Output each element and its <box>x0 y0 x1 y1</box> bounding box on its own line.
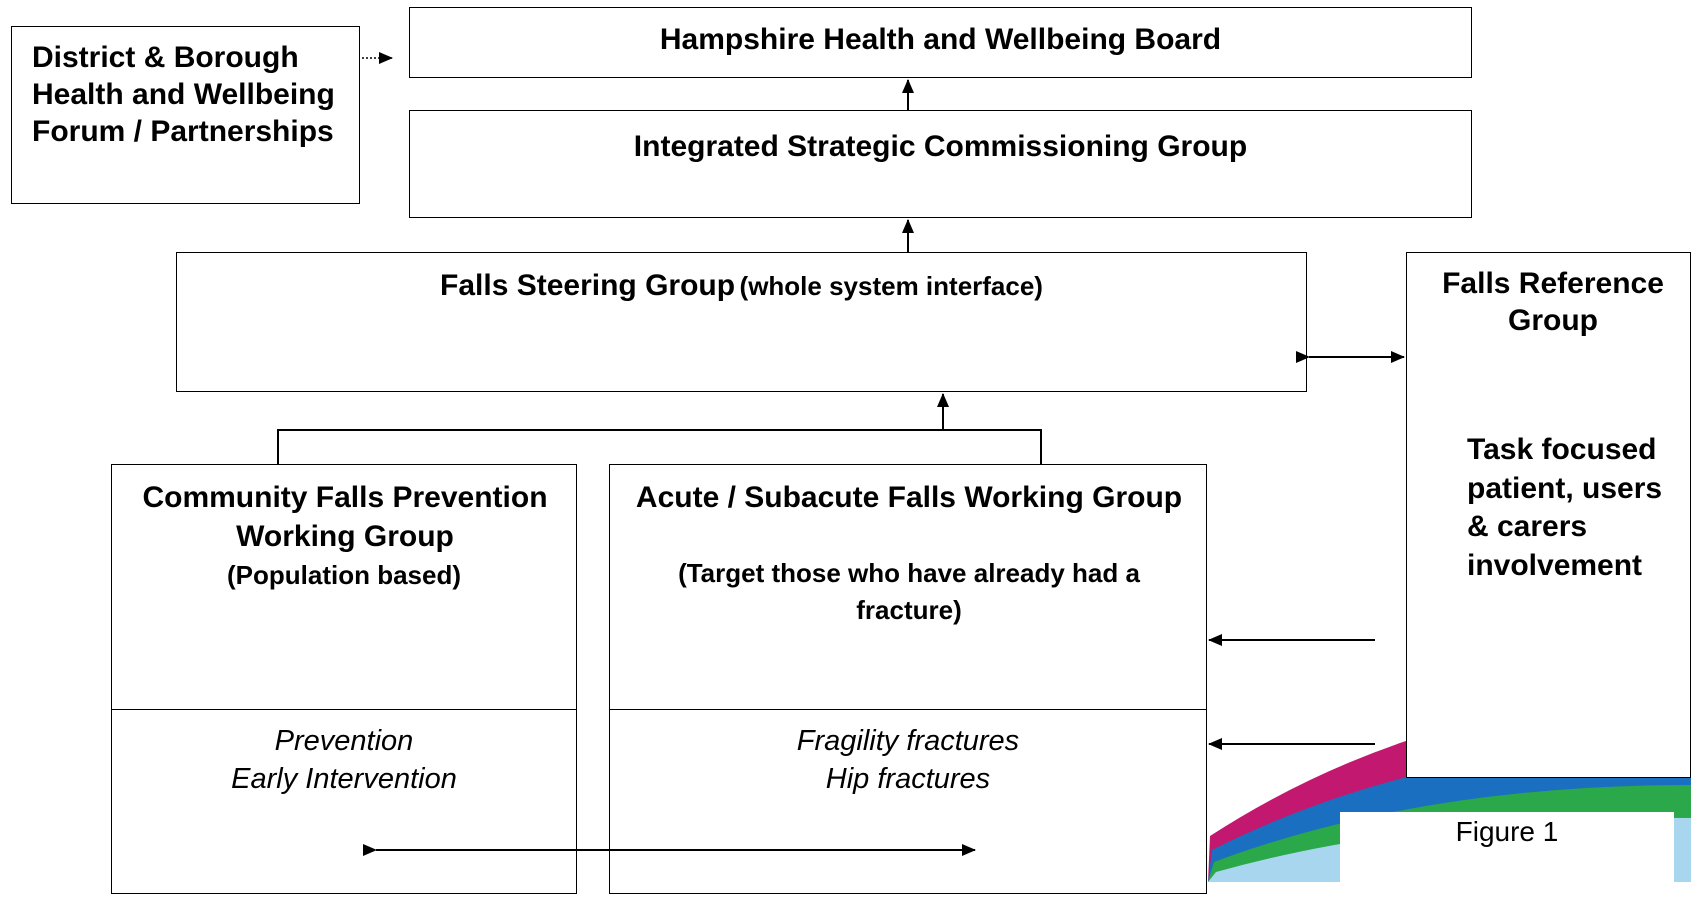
commissioning-group-title: Integrated Strategic Commissioning Group <box>633 130 1248 163</box>
figure-caption: Figure 1 <box>1455 816 1559 847</box>
acute-falls-title: Acute / Subacute Falls Working Group <box>635 481 1183 514</box>
acute-falls-subtitle: (Target those who have already had a fra… <box>678 558 1140 625</box>
acute-falls-focus-1: Fragility fractures <box>796 725 1020 757</box>
community-falls-focus-1: Prevention <box>274 725 414 757</box>
falls-reference-group-box: Falls Reference Group Task focused patie… <box>1406 252 1691 778</box>
commissioning-group-box: Integrated Strategic Commissioning Group <box>409 110 1472 218</box>
falls-reference-group-body: Task focused patient, users & carers inv… <box>1467 433 1663 582</box>
health-wellbeing-board-box: Hampshire Health and Wellbeing Board <box>409 7 1472 78</box>
connector-lines <box>277 52 1405 856</box>
acute-falls-divider <box>610 709 1206 710</box>
falls-reference-group-title: Falls Reference Group <box>1442 267 1664 337</box>
acute-falls-focus-2: Hip fractures <box>825 763 991 795</box>
community-falls-divider <box>112 709 576 710</box>
falls-steering-group-heading: Falls Steering Group (whole system inter… <box>177 267 1306 309</box>
district-borough-title: District & Borough Health and Wellbeing … <box>32 41 335 148</box>
community-falls-box: Community Falls Prevention Working Group… <box>111 464 577 894</box>
falls-steering-group-subtitle: (whole system interface) <box>739 271 1043 301</box>
district-borough-box: District & Borough Health and Wellbeing … <box>11 26 360 204</box>
falls-steering-group-title: Falls Steering Group <box>440 269 736 302</box>
acute-falls-box: Acute / Subacute Falls Working Group (Ta… <box>609 464 1207 894</box>
falls-steering-group-box: Falls Steering Group (whole system inter… <box>176 252 1307 392</box>
health-wellbeing-board-title: Hampshire Health and Wellbeing Board <box>659 23 1222 56</box>
community-falls-subtitle: (Population based) <box>227 560 461 590</box>
working-groups-bracket <box>277 429 1042 464</box>
community-falls-focus-2: Early Intervention <box>231 763 457 795</box>
community-falls-title: Community Falls Prevention Working Group <box>142 481 548 553</box>
